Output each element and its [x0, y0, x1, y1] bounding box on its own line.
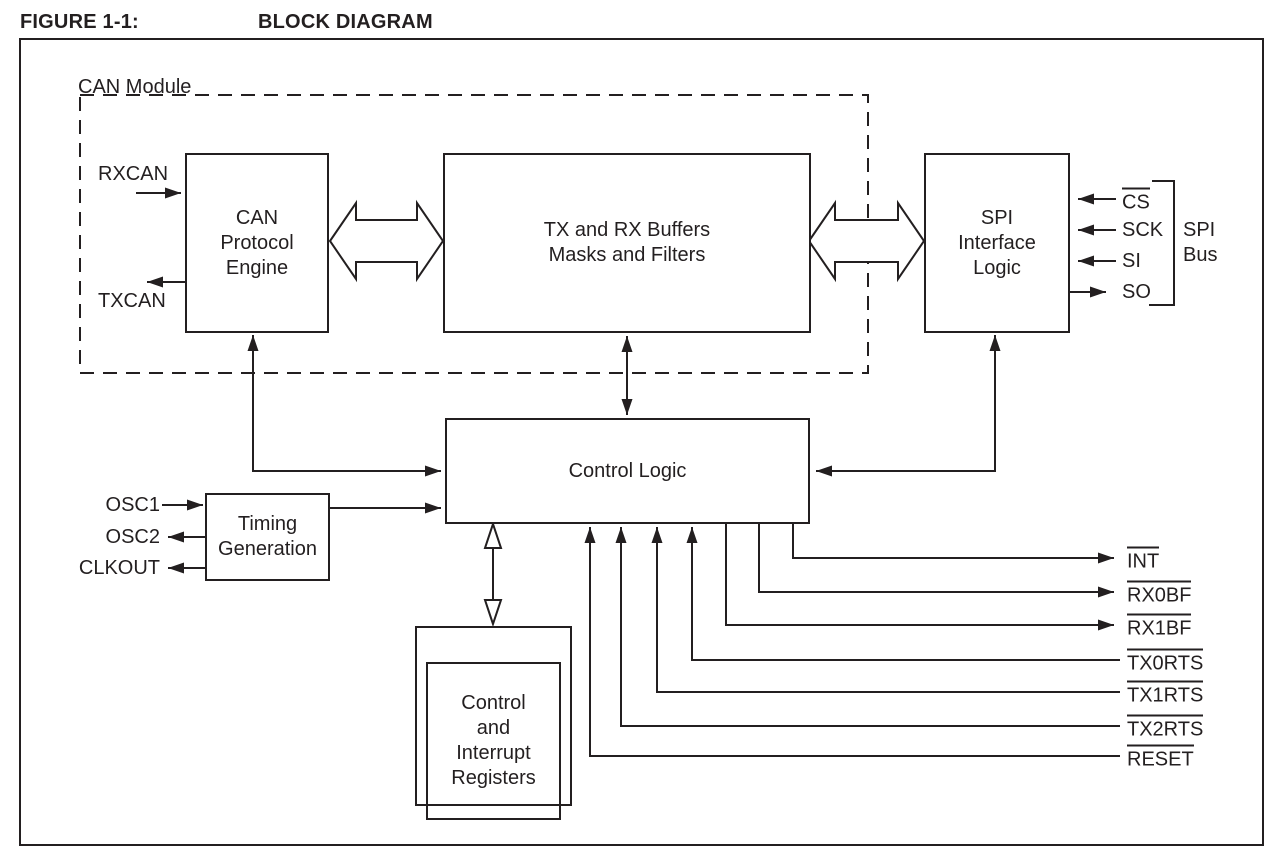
block-can-protocol-engine: CAN Protocol Engine	[185, 153, 329, 333]
open-arrowhead-up	[483, 520, 503, 549]
pin-label-clkout: CLKOUT	[78, 557, 160, 579]
pin-label-reset: RESET	[1127, 744, 1194, 770]
pin-label-so: SO	[1122, 281, 1151, 303]
figure-number: FIGURE 1-1:	[20, 11, 139, 33]
pin-label-int: INT	[1127, 546, 1160, 572]
arrow-cpe-control	[247, 335, 441, 477]
pin-label-rx0bf-text: RX0BF	[1127, 580, 1192, 606]
pin-label-tx1rts-text: TX1RTS	[1127, 680, 1204, 706]
block-control-interrupt-registers: Control and Interrupt Registers	[415, 626, 572, 820]
spi-bus-group-label: SPI Bus	[1183, 219, 1218, 266]
spi-bus-bracket	[1149, 180, 1175, 306]
pin-label-txcan: TXCAN	[98, 290, 166, 312]
pin-label-si: SI	[1122, 250, 1141, 272]
block-spi-interface-logic: SPI Interface Logic	[924, 153, 1070, 333]
pin-label-osc2: OSC2	[105, 526, 160, 548]
pin-label-tx2rts: TX2RTS	[1127, 714, 1204, 740]
arrow-tx2rts	[615, 527, 1120, 727]
pin-label-reset-text: RESET	[1127, 744, 1194, 770]
double-arrow-cpe-buffers	[328, 199, 445, 283]
arrow-rx1bf	[725, 523, 1114, 631]
pin-label-osc1: OSC1	[105, 494, 160, 516]
pin-label-tx1rts: TX1RTS	[1127, 680, 1204, 706]
pin-label-cs: CS	[1122, 187, 1150, 213]
arrow-tx1rts	[651, 527, 1120, 693]
arrow-tx0rts	[686, 527, 1120, 661]
open-arrowhead-down	[483, 599, 503, 628]
pin-label-int-text: INT	[1127, 546, 1160, 572]
pin-label-tx0rts: TX0RTS	[1127, 648, 1204, 674]
pin-label-rxcan: RXCAN	[98, 163, 169, 185]
block-timing-generation: Timing Generation	[205, 493, 330, 581]
arrow-rx0bf	[758, 523, 1114, 598]
arrow-spi-control	[816, 335, 1001, 477]
double-arrow-buffers-spi	[807, 199, 926, 283]
block-control-logic: Control Logic	[445, 418, 810, 524]
pin-label-tx0rts-text: TX0RTS	[1127, 648, 1204, 674]
can-module-label: CAN Module	[78, 76, 192, 98]
arrow-int	[792, 523, 1114, 564]
pin-label-cs-text: CS	[1122, 187, 1150, 213]
pin-label-rx1bf: RX1BF	[1127, 613, 1192, 639]
pin-label-rx0bf: RX0BF	[1127, 580, 1192, 606]
page-title: BLOCK DIAGRAM	[258, 11, 433, 33]
arrow-reset	[584, 527, 1120, 757]
pin-label-sck: SCK	[1122, 219, 1164, 241]
block-control-interrupt-registers-inner: Control and Interrupt Registers	[426, 662, 561, 820]
pin-label-rx1bf-text: RX1BF	[1127, 613, 1192, 639]
block-tx-rx-buffers: TX and RX Buffers Masks and Filters	[443, 153, 811, 333]
pin-label-tx2rts-text: TX2RTS	[1127, 714, 1204, 740]
